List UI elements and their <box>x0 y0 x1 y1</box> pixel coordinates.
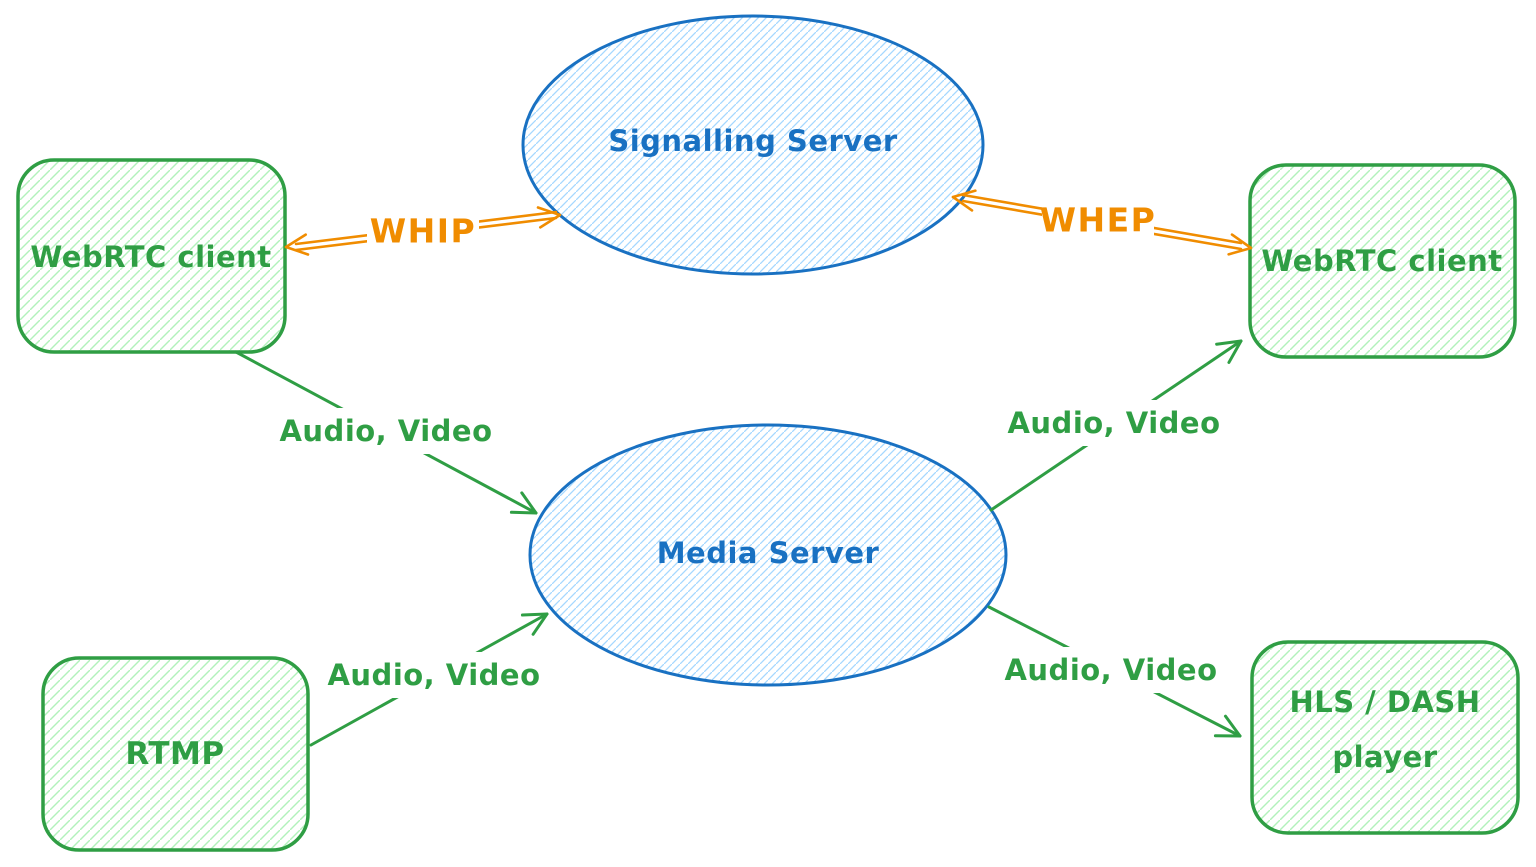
media-to-client-label: Audio, Video <box>1007 406 1220 440</box>
hls-dash-player-label-line2: player <box>1332 740 1437 774</box>
whip-label: WHIP <box>370 212 476 251</box>
rtmp-to-media-label: Audio, Video <box>327 658 540 692</box>
webrtc-client-left-label: WebRTC client <box>30 240 271 274</box>
whip-label-bg <box>367 208 479 254</box>
webrtc-client-right-label: WebRTC client <box>1261 244 1502 278</box>
media-server-node <box>528 423 1008 687</box>
webrtc-client-left-node <box>16 158 287 354</box>
signalling-server-label: Signalling Server <box>608 124 898 158</box>
media-to-client-label-bg <box>1005 400 1223 446</box>
rtmp-to-media-label-bg <box>325 652 543 698</box>
hls-dash-player-node <box>1250 640 1520 835</box>
whep-label-bg <box>1042 197 1154 243</box>
client-to-media-label: Audio, Video <box>279 414 492 448</box>
media-to-hls-label: Audio, Video <box>1004 653 1217 687</box>
media-to-hls-label-bg <box>1002 647 1220 693</box>
rtmp-label: RTMP <box>125 736 224 772</box>
webrtc-client-right-node <box>1248 163 1517 359</box>
media-server-label: Media Server <box>657 536 880 570</box>
hls-dash-player-label-line1: HLS / DASH <box>1289 685 1480 719</box>
client-to-media-label-bg <box>277 408 495 454</box>
rtmp-node <box>41 656 310 852</box>
whep-label: WHEP <box>1040 201 1157 240</box>
signalling-server-node <box>521 14 985 276</box>
